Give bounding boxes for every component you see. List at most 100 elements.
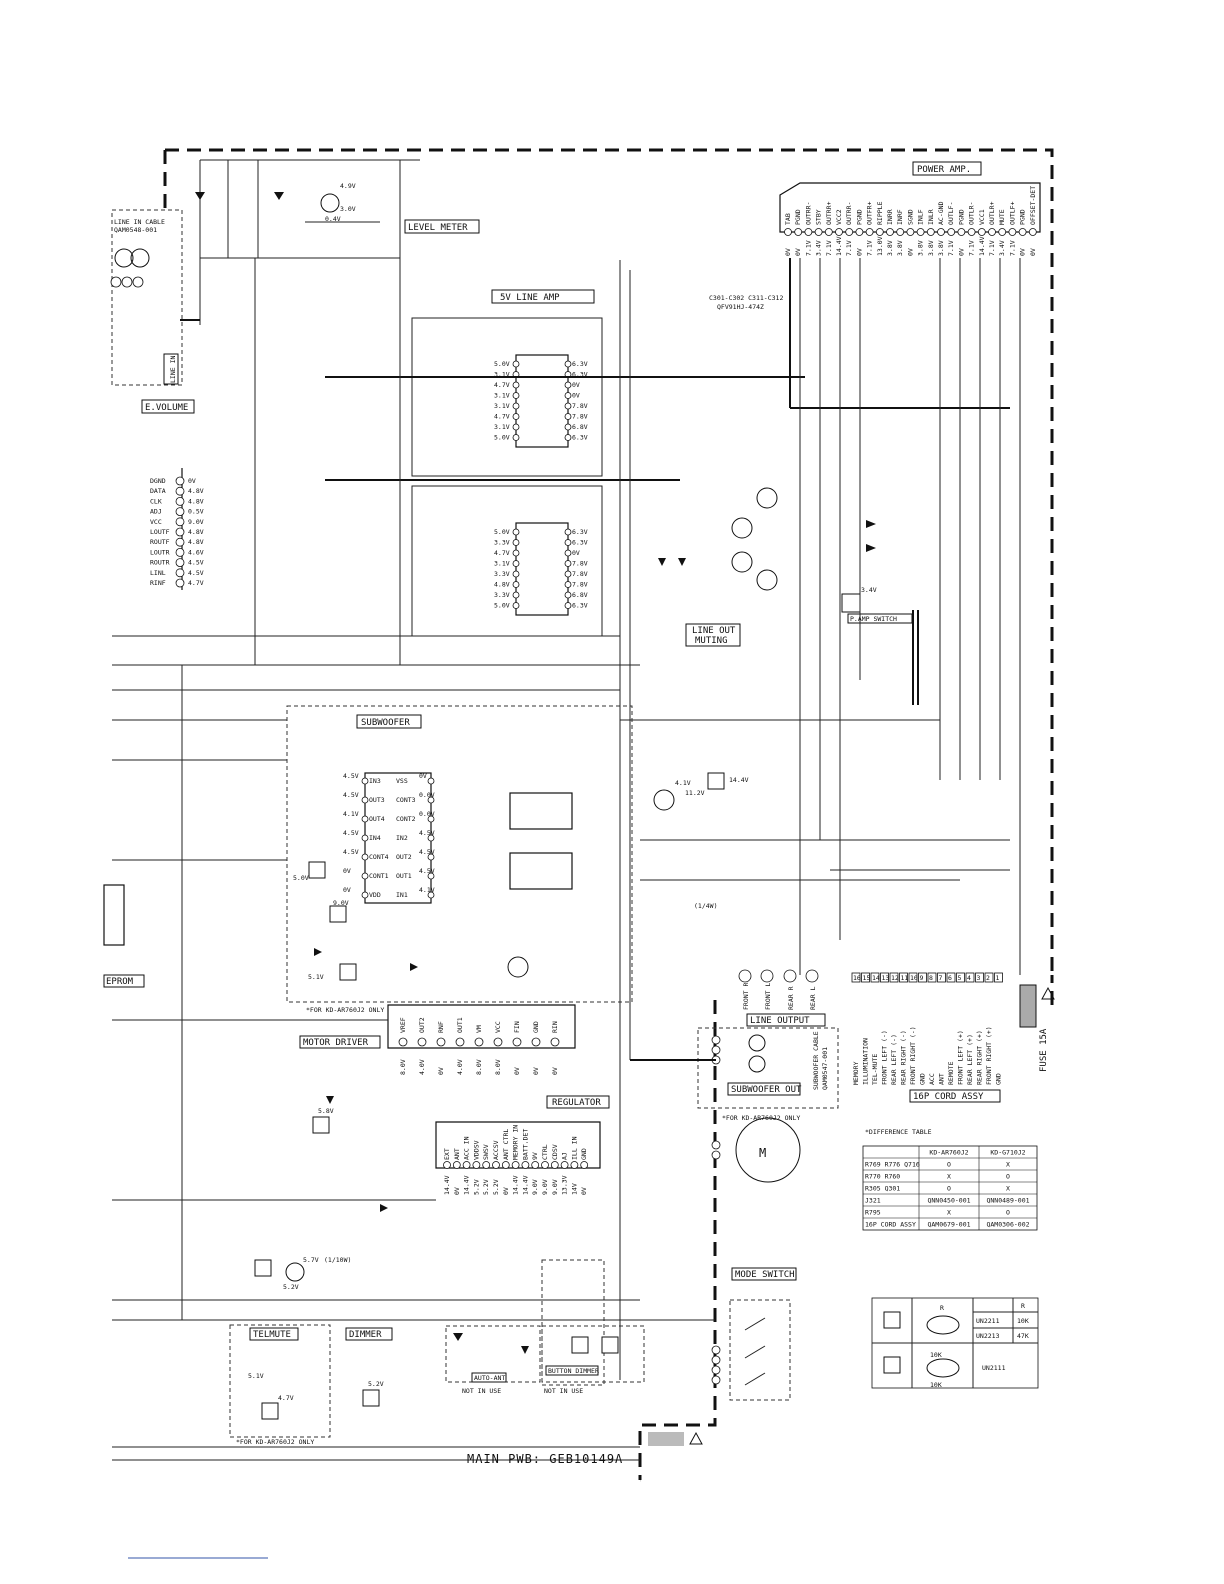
power-amp-pin-name: VCC2 (835, 209, 843, 225)
subwoofer-pin-name: OUT2 (396, 853, 412, 861)
connector-16p-section: 16MEMORY15ILLUMINATION14TEL-MUTE13FRONT … (851, 972, 1055, 1103)
subwoofer-pin-voltage: 4.5V (419, 867, 435, 875)
difference-table-cell: 16P CORD ASSY (865, 1221, 916, 1229)
connector-pin-number: 16 (853, 974, 861, 982)
transistor-legend: R UN2211 10K UN2213 47K UN2111 R 10K 10K (871, 1297, 1039, 1389)
mode-switch-section: MODE SWITCH (711, 1267, 797, 1401)
connector-pin (927, 972, 937, 983)
line-in-label: LINE IN (169, 356, 177, 383)
legend-r-header: R (1021, 1302, 1025, 1310)
connector-pin (937, 972, 946, 983)
regulator-pin-voltage: 0V (580, 1187, 588, 1195)
regulator-pin-voltage: 13.3V (561, 1175, 569, 1195)
power-amp-pin-name: INLF (917, 209, 925, 225)
subwoofer-pin-name: CONT2 (396, 815, 416, 823)
power-amp-pin-voltage: 3.8V (927, 240, 935, 256)
eeprom-label: EPROM (106, 977, 134, 987)
power-amp-pin (998, 228, 1007, 236)
subwoofer-pin (427, 777, 435, 785)
power-amp-pin-voltage: 7.1V (1008, 240, 1016, 256)
subwoofer-cable-part: QAM0547-001 (821, 1047, 829, 1090)
power-amp-pin-voltage: 0V (906, 248, 914, 256)
connector-pin-number: 7 (939, 974, 943, 982)
power-amp-pin-name: OUTLR+ (988, 201, 996, 225)
power-amp-pin-voltage: 13.0V (876, 236, 884, 256)
board-title-text: MAIN PWB: GEB10149A (467, 1452, 623, 1466)
line-amp-pin-voltage: 4.8V (494, 581, 510, 589)
line-in-cable-label: LINE IN CABLE (114, 218, 165, 226)
regulator-pin-voltage: 14.4V (443, 1175, 451, 1195)
connector-pin-label: FRONT RIGHT (+) (985, 1026, 993, 1085)
subwoofer-pin-voltage: 4.1V (343, 810, 359, 818)
cap-note-2: QFV91HJ-474Z (717, 303, 764, 311)
connector-pin-label: GND (995, 1073, 1003, 1085)
difference-table-cell: O (1006, 1209, 1010, 1217)
dimmer-label: DIMMER (349, 1330, 382, 1340)
power-amp-pin-voltage: 7.1V (845, 240, 853, 256)
regulator-pin-voltage: 14.4V (463, 1175, 471, 1195)
line-amp-pin-voltage: 3.3V (494, 570, 510, 578)
sub-v-4-1: 4.1V (675, 779, 691, 787)
power-amp-pin (1008, 228, 1017, 236)
subwoofer-pin (427, 834, 435, 842)
line-amp-pin (564, 591, 572, 599)
power-amp-pin-voltage: 7.1V (988, 240, 996, 256)
line-amp-pin (512, 413, 520, 420)
subwoofer-pin (361, 777, 369, 785)
subwoofer-pin (361, 853, 369, 861)
power-amp-pin-voltage: 7.1V (866, 240, 874, 256)
line-amp-pin-voltage: 5.0V (494, 360, 510, 368)
connector-pin (984, 972, 994, 983)
motor-driver-pin-name: VM (475, 1025, 483, 1033)
difference-table-cell: QNN0450-001 (927, 1197, 970, 1205)
subwoofer-ic-pins: IN34.5VOUT34.5VOUT44.1VIN44.5VCONT44.5VC… (343, 772, 435, 899)
difference-table-cell: O (947, 1161, 951, 1169)
subwoofer-pin (361, 834, 369, 842)
power-amp-pin-name: OUTLF+ (1008, 201, 1016, 225)
subwoofer-pin-name: IN4 (369, 834, 381, 842)
regulator-pin-name: CTRL (541, 1144, 549, 1160)
difference-table-cell: QAM0306-002 (986, 1221, 1029, 1229)
regulator-pin (462, 1161, 471, 1169)
regulator-pin (531, 1161, 540, 1169)
power-amp-pin-name: STBY (815, 209, 823, 225)
e-volume-pin-name: VCC (150, 518, 162, 526)
line-amp-pin-voltage: 0V (572, 392, 580, 400)
subwoofer-pin (427, 853, 435, 861)
for-model-note-2: *FOR KD-AR760J2 ONLY (722, 1114, 800, 1122)
subwoofer-pin-voltage: 4.5V (419, 829, 435, 837)
regulator-pin (482, 1161, 491, 1169)
connector-pin-label: MEMORY (852, 1061, 860, 1085)
legend-r-2: 47K (1017, 1332, 1029, 1340)
e-volume-pin (175, 537, 185, 547)
regulator-pin-voltage: 14V (570, 1183, 578, 1195)
subwoofer-pin (427, 796, 435, 804)
line-output-jack-label: FRONT R (742, 983, 750, 1010)
connector-pin-label: FRONT LEFT (-) (881, 1030, 889, 1085)
power-amp-pin (967, 228, 976, 236)
regulator-pin-voltage: 5.2V (482, 1179, 490, 1195)
regulator-pin-voltage: 5.2V (492, 1179, 500, 1195)
connector-pin-number: 10 (910, 974, 918, 982)
for-model-note-1: *FOR KD-AR760J2 ONLY (306, 1006, 384, 1014)
motor-driver-pin (455, 1037, 465, 1047)
e-volume-pin-voltage: 0.5V (188, 508, 204, 516)
connector-16p-pins: 16MEMORY15ILLUMINATION14TEL-MUTE13FRONT … (851, 972, 1003, 1085)
connector-pin-number: 6 (948, 974, 952, 982)
connector-pin-number: 1 (996, 974, 1000, 982)
power-amp-pin (947, 228, 956, 236)
motor-driver-pin-voltage: 4.0V (418, 1059, 426, 1075)
subwoofer-pin-voltage: 4.5V (343, 848, 359, 856)
power-amp-pin (1028, 228, 1037, 236)
subwoofer-pin-voltage: 4.5V (419, 848, 435, 856)
connector-pin (994, 972, 1003, 983)
telmute-label: TELMUTE (253, 1330, 291, 1340)
line-amp-pin-voltage: 0V (572, 549, 580, 557)
power-amp-section: POWER AMP. TAB0VPGND0VOUTRR-7.1VSTBY3.4V… (779, 161, 1041, 409)
regulator-pin-name: BATT.DET (521, 1129, 529, 1160)
power-amp-pin (1018, 228, 1027, 236)
line-amp-pin (512, 570, 520, 578)
